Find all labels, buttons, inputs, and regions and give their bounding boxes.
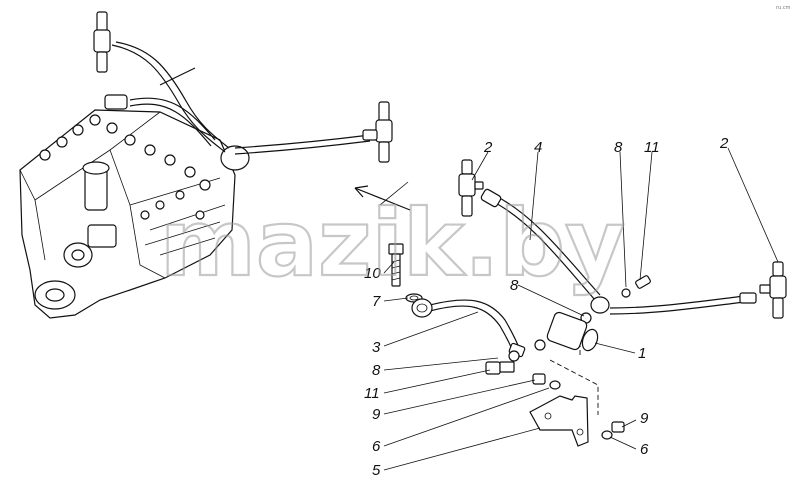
callout-8-upper: 8 <box>614 139 623 156</box>
watermark-text: mazik.by <box>160 190 625 297</box>
callout-6-right: 6 <box>640 441 649 458</box>
banjo-bolt-11-lower <box>485 350 520 375</box>
fuel-pipe-4 <box>480 188 757 315</box>
callout-3: 3 <box>372 339 381 356</box>
callout-1: 1 <box>638 345 646 362</box>
leader-lines <box>383 147 779 471</box>
callout-10: 10 <box>364 265 381 282</box>
assembly-guide-line <box>549 345 599 415</box>
callout-11-upper: 11 <box>644 139 660 156</box>
callout-6-left: 6 <box>372 438 381 455</box>
callout-labels: 2 4 8 11 2 10 7 8 3 1 8 11 9 9 6 6 5 <box>364 135 729 479</box>
callout-2-upper-left: 2 <box>483 139 493 156</box>
bolt-9-and-washer-6-right <box>601 421 625 440</box>
callout-9-right: 9 <box>640 410 649 427</box>
callout-2-upper-right: 2 <box>719 135 729 152</box>
injector-nozzle-2-left <box>458 159 484 217</box>
injector-pipe-set-left <box>93 11 393 163</box>
bracket-5 <box>529 395 589 447</box>
fuel-injection-pump <box>19 67 250 319</box>
banjo-bolt-11-upper <box>621 275 651 298</box>
callout-8-lower: 8 <box>372 362 381 379</box>
callout-9-left: 9 <box>372 406 381 423</box>
bolt-9-and-washer-6-left <box>532 373 561 390</box>
direction-arrow <box>354 181 411 211</box>
injector-nozzle-2-right <box>759 261 787 319</box>
callout-5: 5 <box>372 462 381 479</box>
fitting-1 <box>546 311 599 352</box>
connecting-bolt-10 <box>388 243 404 287</box>
corner-mark: ru.cm <box>776 5 791 11</box>
callout-8-middle: 8 <box>510 277 519 294</box>
callout-7: 7 <box>372 293 381 310</box>
fuel-pipe-3 <box>411 298 526 358</box>
callout-4: 4 <box>534 139 542 156</box>
callout-11-lower: 11 <box>364 385 380 402</box>
